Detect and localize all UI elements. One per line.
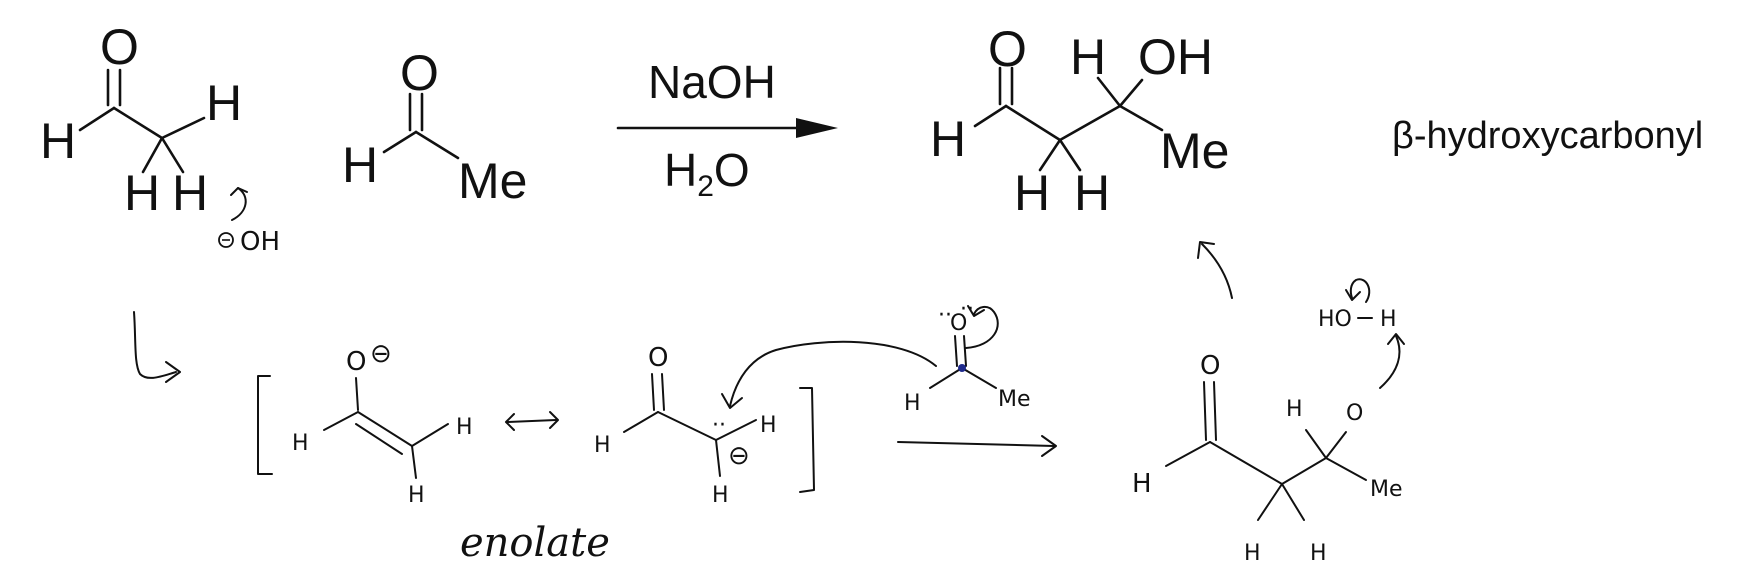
atom-H: H — [594, 433, 611, 458]
lone-pair: ·· — [960, 297, 974, 322]
atom-O: O — [346, 347, 366, 377]
arrowhead-icon — [230, 187, 248, 196]
atom-H: H — [172, 165, 208, 221]
atom-H: H — [1244, 541, 1261, 566]
atom-O: O — [400, 45, 439, 101]
atom-H: H — [1014, 165, 1050, 221]
reagent-solvent: H2O — [664, 144, 750, 203]
arrowhead-icon — [967, 305, 985, 317]
reagent-base: NaOH — [648, 56, 776, 108]
alkoxide-intermediate: O H H O Me H H — [1132, 351, 1403, 566]
product-class-label: β-hydroxycarbonyl — [1392, 115, 1703, 157]
lone-pair: ·· — [712, 413, 726, 438]
atom-H: H — [206, 75, 242, 131]
atom-Me: Me — [458, 153, 527, 209]
atom-O: O — [100, 19, 139, 75]
atom-H: H — [342, 137, 378, 193]
arrowhead-icon — [1041, 435, 1057, 457]
electrophile-sketch: O ·· ·· H Me — [904, 297, 1031, 416]
atom-O: O — [988, 21, 1027, 77]
negative-charge-icon — [218, 232, 234, 248]
atom-H: H — [456, 415, 473, 440]
hydroxide-attack: OH — [218, 187, 280, 257]
arrow-to-product — [1197, 241, 1233, 299]
atom-Me: Me — [1160, 123, 1229, 179]
lone-pair: ·· — [938, 303, 952, 328]
atom-H: H — [124, 165, 160, 221]
water-protonation: HO H — [1318, 278, 1405, 389]
atom-H: H — [1132, 469, 1152, 499]
atom-H: H — [1074, 165, 1110, 221]
arrowhead-icon — [721, 393, 743, 409]
enolate-label: enolate — [460, 520, 610, 566]
negative-charge: ⊖ — [370, 339, 392, 369]
atom-O: O — [950, 311, 967, 336]
arrowhead-icon — [796, 118, 838, 138]
atom-O: O — [1346, 401, 1363, 426]
atom-H: H — [292, 431, 309, 456]
atom-H: H — [408, 483, 425, 508]
arrowhead-icon — [1387, 333, 1405, 345]
arrowhead-icon — [165, 361, 181, 383]
atom-O: O — [1200, 351, 1220, 381]
atom-Me: Me — [998, 387, 1031, 412]
hook-arrow — [133, 311, 181, 383]
product-beta-hydroxy-aldehyde: O H H OH H H Me — [930, 21, 1229, 221]
atom-H: H — [760, 413, 777, 438]
hydroxide-label: OH — [240, 227, 280, 257]
atom-H: H — [904, 391, 921, 416]
atom-H: H — [1310, 541, 1327, 566]
forward-arrow — [897, 435, 1057, 457]
atom-H: H — [1380, 307, 1397, 332]
enolate-resonance: O ⊖ H H H O H H H ·· ⊖ — [257, 339, 815, 508]
atom-OH: OH — [1138, 29, 1213, 85]
atom-O: O — [648, 343, 668, 373]
atom-H: H — [1070, 29, 1106, 85]
reactant-acetaldehyde-electrophile: O H Me — [342, 45, 527, 209]
nucleophilic-attack-arrow — [721, 340, 937, 409]
atom-H: H — [712, 483, 729, 508]
atom-H: H — [930, 111, 966, 167]
atom-H: H — [40, 113, 76, 169]
atom-Me: Me — [1370, 477, 1403, 502]
negative-charge: ⊖ — [728, 441, 750, 471]
electrophilic-carbon-dot — [958, 364, 966, 372]
water-HO: HO — [1318, 307, 1352, 332]
reaction-arrow: NaOH H2O — [616, 56, 838, 203]
atom-H: H — [1286, 397, 1303, 422]
reactant-acetaldehyde: O H H H H — [40, 19, 242, 221]
arrowhead-icon — [1345, 289, 1361, 301]
arrowhead-icon — [1197, 241, 1215, 259]
